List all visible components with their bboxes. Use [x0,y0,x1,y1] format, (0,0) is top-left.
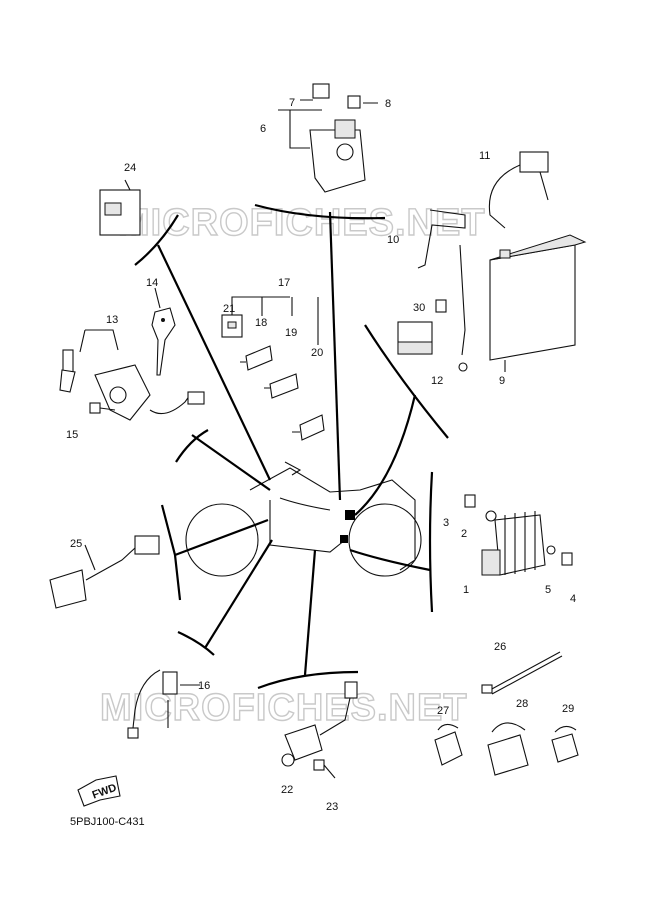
part-relay-21[interactable] [221,314,243,338]
callout-17: 17 [278,277,290,289]
callout-13: 13 [106,314,118,326]
callout-20: 20 [311,347,323,359]
callout-19: 19 [285,327,297,339]
part-flasher-relay[interactable] [99,179,141,236]
callout-15: 15 [66,429,78,441]
callout-11: 11 [479,150,490,162]
callout-4: 4 [570,593,576,605]
motorcycle-outline [185,461,422,577]
part-cable-tie[interactable] [481,651,563,695]
callout-6: 6 [260,123,266,135]
callout-14: 14 [146,277,158,289]
callout-9: 9 [499,375,505,387]
callout-23: 23 [326,801,338,813]
part-battery[interactable] [489,234,587,372]
part-screw-15[interactable] [89,402,116,414]
callout-16: 16 [198,680,210,692]
callout-24: 24 [124,162,136,174]
part-screw-23[interactable] [313,759,336,779]
fwd-arrow-icon: FWD [77,775,121,807]
watermark-top: MICROFICHES.NET [118,202,486,244]
part-switch-16[interactable] [127,669,200,739]
battery-location-mark [345,510,355,520]
part-clamp-27[interactable] [434,723,463,766]
callout-21: 21 [223,303,235,315]
relay-location-mark [340,535,348,543]
part-switch-22[interactable] [281,681,358,767]
callout-labels: 1 2 3 4 5 6 7 8 9 10 11 12 13 14 15 16 1… [66,97,576,813]
callout-2: 2 [461,528,467,540]
leader-lines [134,203,449,690]
callout-30: 30 [413,302,425,314]
callout-7: 7 [289,97,295,109]
callout-22: 22 [281,784,293,796]
callout-1: 1 [463,584,469,596]
callout-12: 12 [431,375,443,387]
part-battery-lead-positive[interactable] [488,151,549,229]
callout-29: 29 [562,703,574,715]
callout-10: 10 [387,234,399,246]
relay-fuse-cap[interactable] [312,83,330,99]
part-rectifier-regulator[interactable] [464,494,573,576]
part-clamp-28[interactable] [487,722,529,776]
part-sensor-25[interactable] [49,535,160,609]
callout-18: 18 [255,317,267,329]
callout-27: 27 [437,705,449,717]
callout-28: 28 [516,698,528,710]
part-battery-lead-negative[interactable] [417,209,468,372]
callout-3: 3 [443,517,449,529]
part-main-switch[interactable] [59,329,205,421]
callout-5: 5 [545,584,551,596]
callout-25: 25 [70,538,82,550]
callout-26: 26 [494,641,506,653]
part-starter-relay[interactable] [278,83,378,193]
relay-bolt[interactable] [347,95,361,109]
watermark-bottom: MICROFICHES.NET [100,687,468,729]
part-relay-30[interactable] [397,321,433,355]
part-fuses[interactable] [240,345,325,441]
diagram-code: 5PBJ100-C431 [70,816,145,828]
part-clamp-29[interactable] [551,725,579,763]
part-key[interactable] [151,287,176,376]
callout-8: 8 [385,98,391,110]
